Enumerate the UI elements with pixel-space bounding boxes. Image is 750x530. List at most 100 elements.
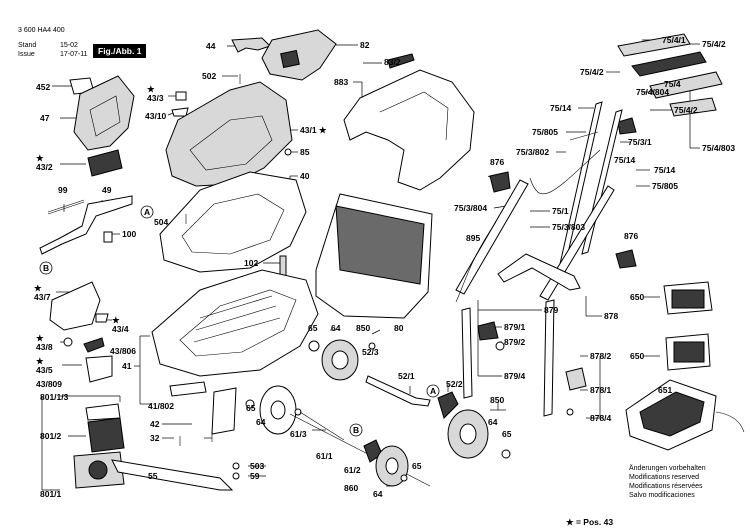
part-label-p52_3: 52/3	[362, 347, 379, 357]
part-label-p75_4: 75/4	[664, 79, 681, 89]
part-label-p83_2: 83/2	[384, 57, 401, 67]
part-label-p85: 85	[300, 147, 310, 157]
issue-label: Issue	[18, 51, 35, 58]
part-label-p75_3_803: 75/3/803	[552, 222, 586, 232]
part-label-p801_1_3: 801/1/3	[40, 392, 69, 402]
part-label-p75_3_1: 75/3/1	[628, 137, 652, 147]
part-label-p75_4_803: 75/4/803	[702, 143, 736, 153]
part-label-p43_3: ★ 43/3	[147, 84, 164, 103]
part-label-p75_4_804: 75/4/804	[636, 87, 670, 97]
part-label-p75_14a: 75/14	[550, 103, 572, 113]
part-label-p40: 40	[300, 171, 310, 181]
part-label-p43_806: 43/806	[110, 346, 136, 356]
note-line-en: Modifications reserved	[629, 474, 700, 481]
part-label-p52_2: 52/2	[446, 379, 463, 389]
part-label-p878_4: 878/4	[590, 413, 612, 423]
part-label-p650b: 650	[630, 351, 645, 361]
part-label-p64a: 64	[331, 323, 341, 333]
part-label-p52_1: 52/1	[398, 371, 415, 381]
part-label-p850a: 850	[356, 323, 371, 333]
part-label-p102: 102	[244, 258, 259, 268]
stand-value: 15-02	[60, 42, 78, 49]
part-label-p75_4_2b: 75/4/2	[580, 67, 604, 77]
part-label-p876a: 876	[490, 157, 505, 167]
part-label-p65b: 65	[246, 403, 256, 413]
part-label-p860: 860	[344, 483, 359, 493]
part-label-pA2: A	[430, 386, 437, 396]
part-label-p65d: 65	[412, 461, 422, 471]
doc-number: 3 600 HA4 400	[18, 27, 65, 34]
part-label-p75_805b: 75/805	[652, 181, 678, 191]
part-label-p503: 503	[250, 461, 265, 471]
part-label-p80: 80	[394, 323, 404, 333]
part-label-p43_5: ★ 43/5	[36, 356, 53, 375]
part-label-p43_2: ★ 43/2	[36, 153, 53, 172]
part-label-p75_1: 75/1	[552, 206, 569, 216]
part-label-p43_1: 43/1 ★	[300, 125, 327, 135]
part-label-p878: 878	[604, 311, 619, 321]
part-label-p879_4: 879/4	[504, 371, 526, 381]
part-label-p49: 49	[102, 185, 112, 195]
part-label-p43_4: ★ 43/4	[112, 315, 129, 334]
part-label-pA1: A	[144, 207, 151, 217]
part-label-p879: 879	[544, 305, 559, 315]
part-label-p75_14b: 75/14	[614, 155, 636, 165]
part-label-p75_3_804: 75/3/804	[454, 203, 488, 213]
part-label-p504: 504	[154, 217, 169, 227]
part-label-p61_3: 61/3	[290, 429, 307, 439]
part-label-p64d: 64	[373, 489, 383, 499]
footer-notes: Änderungen vorbehalten Modifications res…	[629, 464, 706, 500]
part-label-p55: 55	[148, 471, 158, 481]
part-label-p65a: 65	[308, 323, 318, 333]
part-label-p502: 502	[202, 71, 217, 81]
part-label-p879_1: 879/1	[504, 322, 526, 332]
part-label-p100: 100	[122, 229, 137, 239]
part-label-p65c: 65	[502, 429, 512, 439]
part-label-p59: 59	[250, 471, 260, 481]
part-label-p41_802: 41/802	[148, 401, 174, 411]
part-label-p650a: 650	[630, 292, 645, 302]
part-label-p879_2: 879/2	[504, 337, 526, 347]
part-label-p43_809: 43/809	[36, 379, 62, 389]
part-label-p64b: 64	[256, 417, 266, 427]
part-label-p82: 82	[360, 40, 370, 50]
callout-circles	[39, 205, 440, 437]
part-label-p75_805a: 75/805	[532, 127, 558, 137]
part-label-pB2: B	[353, 425, 360, 435]
part-label-p61_2: 61/2	[344, 465, 361, 475]
position-note: ★ = Pos. 43	[566, 517, 614, 527]
part-label-p64c: 64	[488, 417, 498, 427]
part-label-p99: 99	[58, 185, 68, 195]
figure-label: Fig./Abb. 1	[93, 44, 147, 58]
note-line-fr: Modifications réservées	[629, 483, 703, 490]
part-label-p43_8: ★ 43/8	[36, 333, 53, 352]
part-label-p452: 452	[36, 82, 51, 92]
part-label-p43_7: ★ 43/7	[34, 283, 51, 302]
part-label-p878_1: 878/1	[590, 385, 612, 395]
part-label-pB1: B	[43, 263, 50, 273]
part-label-p850b: 850	[490, 395, 505, 405]
part-label-p44: 44	[206, 41, 216, 51]
part-label-p32: 32	[150, 433, 160, 443]
note-line-de: Änderungen vorbehalten	[629, 465, 706, 472]
part-label-p61_1: 61/1	[316, 451, 333, 461]
part-label-p75_4_1: 75/4/1	[662, 35, 686, 45]
issue-value: 17-07-11	[60, 51, 88, 58]
part-label-p47: 47	[40, 113, 50, 123]
part-label-p41: 41	[122, 361, 132, 371]
part-label-p878_2: 878/2	[590, 351, 612, 361]
stand-label: Stand	[18, 42, 37, 49]
part-label-p801_1: 801/1	[40, 489, 62, 499]
part-label-p75_3_802: 75/3/802	[516, 147, 550, 157]
part-label-p75_14c: 75/14	[654, 165, 676, 175]
part-label-p895: 895	[466, 233, 481, 243]
part-label-p75_4_2a: 75/4/2	[702, 39, 726, 49]
part-label-p42: 42	[150, 419, 160, 429]
note-line-es: Salvo modificaciones	[629, 492, 695, 499]
part-shapes	[39, 29, 745, 491]
part-label-p75_4_2c: 75/4/2	[674, 105, 698, 115]
part-label-p43_10: 43/10	[145, 111, 167, 121]
part-label-p876b: 876	[624, 231, 639, 241]
